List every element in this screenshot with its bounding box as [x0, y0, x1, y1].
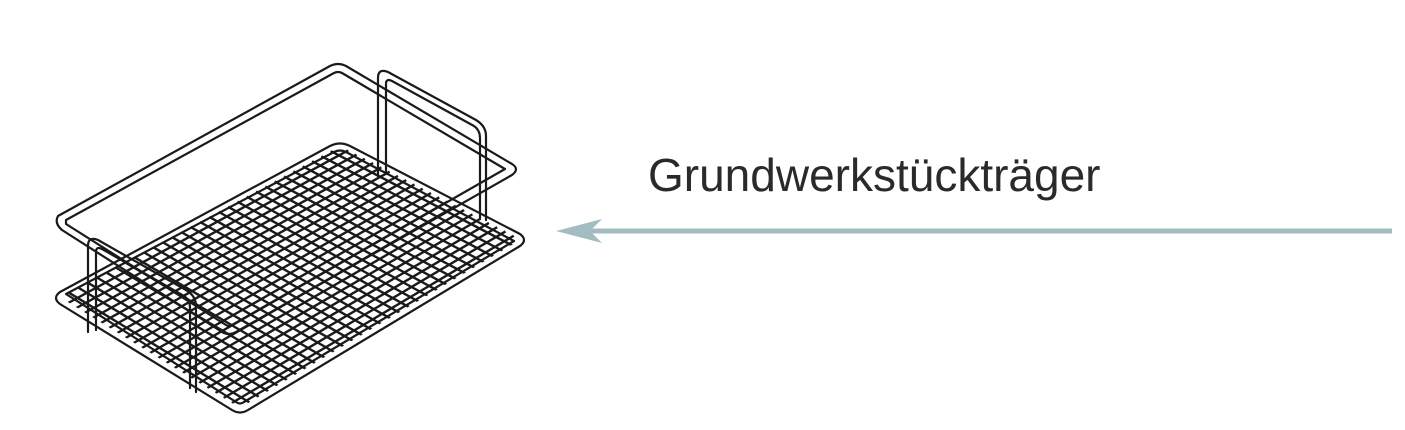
- callout-arrow: [556, 219, 1392, 243]
- mesh-wire: [124, 179, 407, 340]
- callout-arrowhead: [556, 219, 602, 243]
- mesh-wire: [182, 209, 465, 375]
- mesh-wire: [100, 166, 382, 325]
- basket-base-frame: [54, 142, 526, 414]
- basket-mesh-grid: [67, 149, 515, 405]
- mesh-wire: [83, 157, 366, 315]
- mesh-wire: [190, 213, 473, 380]
- mesh-wire: [157, 196, 440, 360]
- mesh-wire: [75, 153, 358, 310]
- mesh-wire: [108, 170, 391, 330]
- mesh-wire: [198, 217, 482, 385]
- mesh-wire: [133, 183, 416, 345]
- basket-handle-left: [86, 237, 198, 394]
- mesh-wire: [214, 226, 498, 395]
- callout-label: Grundwerkstückträger: [648, 149, 1101, 201]
- basket-handle-right: [376, 69, 488, 222]
- mesh-wire: [141, 187, 424, 350]
- mesh-wire: [116, 174, 399, 335]
- mesh-wire: [206, 221, 490, 390]
- mesh-wire: [231, 234, 515, 405]
- wire-mesh-basket-icon: [54, 62, 526, 414]
- basket-top-frame: [55, 62, 518, 336]
- mesh-wire: [223, 230, 507, 400]
- mesh-wire: [92, 162, 374, 320]
- mesh-wire: [67, 149, 349, 305]
